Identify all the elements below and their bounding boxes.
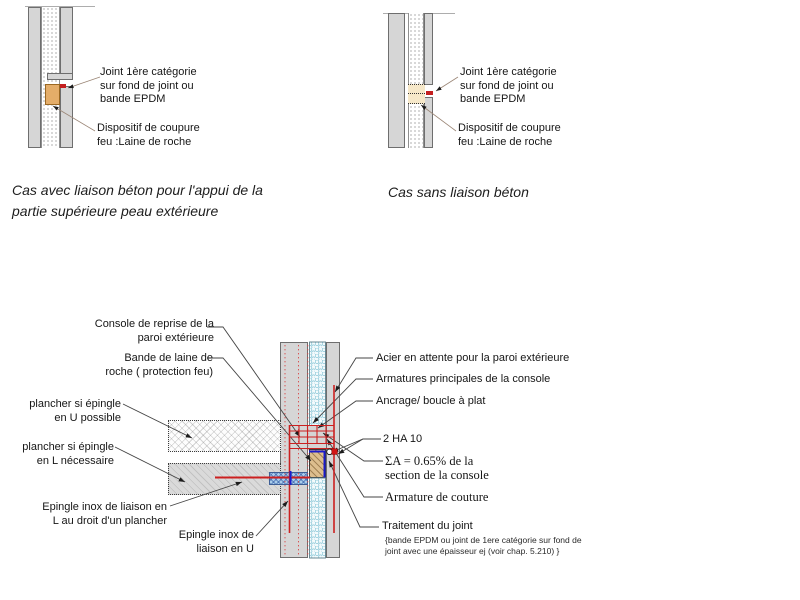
label-plancher-epingle-u: plancher si épingle en U possible	[29, 398, 121, 424]
label-traitement-joint: Traitement du joint	[382, 520, 473, 532]
joint-laine-de-roche-block	[309, 449, 326, 478]
console-concrete-zone	[308, 425, 326, 450]
floor-slab-epingle-u	[168, 420, 281, 452]
wall-outer-leaf-lower	[60, 86, 73, 148]
label-joint-categorie: Joint 1ère catégorie sur fond de joint o…	[100, 66, 197, 105]
label-sigma-section: ΣA = 0.65% de la section de la console	[385, 454, 489, 482]
exterior-skin-panel	[326, 342, 340, 558]
epingle-anchor-block	[269, 472, 308, 485]
label-coupure-feu: Dispositif de coupure feu :Laine de roch…	[97, 122, 200, 148]
joint-seal-mark	[426, 91, 433, 95]
laine-de-roche-light-block	[408, 84, 425, 104]
caption-cas-sans-liaison: Cas sans liaison béton	[388, 184, 529, 200]
label-ancrage-boucle: Ancrage/ boucle à plat	[376, 395, 486, 407]
wall-concrete-core	[280, 342, 308, 558]
wall-outer-leaf-upper	[60, 7, 73, 79]
concrete-support-ledge	[47, 73, 73, 80]
label-bande-laine: Bande de laine de roche ( protection feu…	[105, 352, 213, 378]
laine-de-roche-block	[45, 84, 60, 105]
label-traitement-note: {bande EPDM ou joint de 1ere catégorie s…	[385, 535, 582, 556]
label-plancher-epingle-l: plancher si épingle en L nécessaire	[22, 441, 114, 467]
label-acier-attente: Acier en attente pour la paroi extérieur…	[376, 352, 570, 364]
label-2ha10: 2 HA 10	[383, 433, 423, 445]
insulation-layer	[408, 13, 424, 148]
label-armatures-principales: Armatures principales de la console	[376, 373, 551, 385]
wall-inner-leaf	[388, 13, 405, 148]
label-console-reprise: Console de reprise de la paroi extérieur…	[94, 318, 214, 344]
joint-seal-mark	[60, 84, 66, 88]
wall-inner-leaf	[28, 7, 41, 148]
dotted-joint-line	[408, 93, 427, 94]
wall-outer-leaf-lower	[424, 97, 433, 148]
label-coupure-feu: Dispositif de coupure feu :Laine de roch…	[458, 122, 561, 148]
wall-outer-leaf-upper	[424, 13, 433, 85]
floor-slab-epingle-l	[168, 463, 281, 495]
cut-line	[25, 6, 95, 7]
label-epingle-inox-u: Epingle inox de liaison en U	[178, 529, 254, 555]
label-joint-categorie: Joint 1ère catégorie sur fond de joint o…	[460, 66, 557, 105]
label-epingle-inox-l: Epingle inox de liaison en L au droit d'…	[42, 501, 167, 527]
label-armature-couture: Armature de couture	[385, 490, 489, 504]
caption-cas-avec-liaison: Cas avec liaison béton pour l'appui de l…	[12, 182, 263, 219]
